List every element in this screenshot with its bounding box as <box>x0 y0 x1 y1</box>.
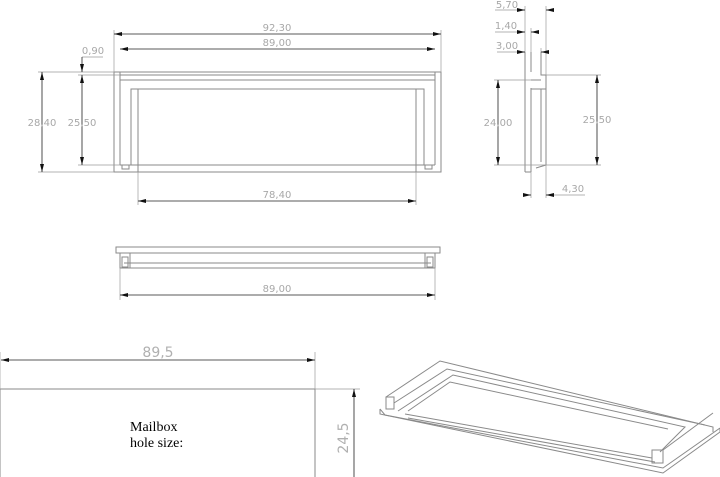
iso-clip-right <box>651 449 664 464</box>
top-clip-right <box>426 256 434 268</box>
top-view: 89,00 <box>115 246 441 300</box>
dim-opening-width: 78,40 <box>263 190 292 201</box>
top-body <box>119 252 436 269</box>
dim-side-inner-height: 25,50 <box>583 115 612 126</box>
dim-body-depth: 4,30 <box>562 184 584 195</box>
iso-frame-inner <box>397 374 686 453</box>
front-u-frame <box>130 88 425 165</box>
top-clip-left <box>121 256 129 268</box>
iso-frame-top <box>393 368 706 426</box>
iso-frame-inner2 <box>407 381 669 430</box>
front-foot-right <box>424 164 433 170</box>
iso-rail <box>407 417 656 463</box>
dim-hole-height: 24,5 <box>336 422 352 453</box>
isometric-view <box>379 360 720 474</box>
iso-plate-edge <box>379 408 720 469</box>
dim-overall-width: 92,30 <box>263 23 292 34</box>
front-foot-left <box>121 164 130 170</box>
hole-outline <box>0 388 316 477</box>
top-plate <box>115 246 441 254</box>
mailbox-hole-view: 89,5 24,5 Mailbox hole size: <box>0 345 360 477</box>
iso-rail <box>404 413 653 459</box>
dim-inner-width: 89,00 <box>263 38 292 49</box>
hole-label-line2: hole size: <box>130 436 183 451</box>
dim-flange: 3,00 <box>496 41 518 52</box>
hole-label-line1: Mailbox <box>130 420 177 435</box>
dim-lip: 1,40 <box>495 21 517 32</box>
front-outer-outline <box>113 71 442 173</box>
front-view: 92,30 89,00 0,90 28,40 25,50 78,40 <box>28 23 442 205</box>
dim-top-offset: 0,90 <box>82 46 104 57</box>
dim-inner-height: 25,50 <box>68 118 97 129</box>
dim-body-height: 24,00 <box>484 118 513 129</box>
iso-plate-bottom <box>379 409 720 474</box>
iso-frame-edge <box>662 412 714 451</box>
side-profile <box>540 52 547 165</box>
iso-frame-outer <box>385 360 714 432</box>
dim-top-width: 89,00 <box>263 284 292 295</box>
dim-total-depth: 5,70 <box>496 0 518 11</box>
side-view: 5,70 1,40 3,00 24,00 25,50 4,30 <box>484 0 612 198</box>
dim-overall-height: 28,40 <box>28 118 57 129</box>
iso-clip-left <box>385 396 395 410</box>
dim-hole-width: 89,5 <box>142 345 173 361</box>
side-slant <box>535 164 547 169</box>
